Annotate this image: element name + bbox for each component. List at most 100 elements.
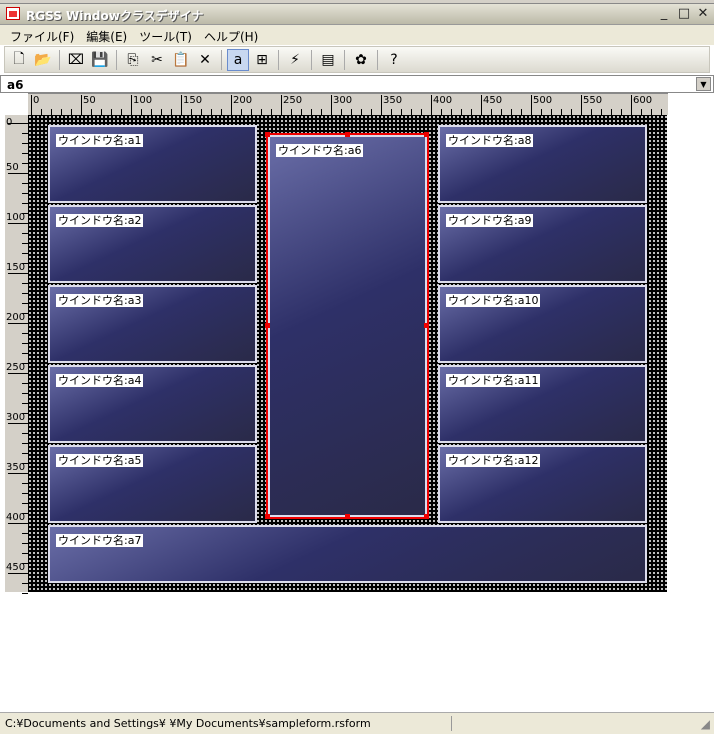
ruler-tick	[22, 463, 28, 464]
ruler-tick	[22, 583, 28, 584]
plugin-button[interactable]: ✿	[350, 49, 372, 71]
open-folder-button[interactable]: 📂	[32, 49, 54, 71]
ruler-tick	[22, 393, 28, 394]
window-a6[interactable]: ウインドウ名:a6	[266, 133, 429, 519]
resize-handle[interactable]	[265, 132, 270, 137]
ruler-tick	[161, 109, 162, 115]
toolbar-separator	[278, 49, 279, 70]
window-a1[interactable]: ウインドウ名:a1	[48, 125, 257, 203]
save-icon: 💾	[91, 51, 109, 68]
new-file-icon: 🗋	[13, 50, 25, 67]
resize-handle[interactable]	[265, 514, 270, 519]
resize-grip-icon[interactable]: ◢	[700, 717, 710, 731]
window-title: RGSS Windowクラスデザイナ	[26, 9, 204, 23]
menu-help[interactable]: ヘルプ(H)	[203, 30, 259, 44]
minimize-button[interactable]: _	[660, 6, 668, 21]
paste-button[interactable]: 📋	[170, 49, 192, 71]
menu-edit[interactable]: 編集(E)	[86, 30, 128, 44]
window-a3[interactable]: ウインドウ名:a3	[48, 285, 257, 363]
add-label-button[interactable]: a	[227, 48, 249, 71]
ruler-tick	[8, 223, 28, 224]
window-label: ウインドウ名:a3	[56, 294, 144, 307]
ruler-tick	[561, 109, 562, 115]
ruler-tick	[381, 95, 382, 115]
window-a9[interactable]: ウインドウ名:a9	[438, 205, 647, 283]
ruler-label: 400	[6, 512, 26, 523]
app-icon	[6, 7, 20, 20]
ruler-tick	[361, 109, 362, 115]
add-window-button[interactable]: ⊞	[251, 49, 273, 71]
ruler-label: 400	[433, 95, 453, 106]
resize-handle[interactable]	[344, 132, 350, 137]
save-button[interactable]: 💾	[89, 49, 111, 71]
ruler-label: 150	[183, 95, 203, 106]
ruler-tick	[81, 95, 82, 115]
ruler-tick	[22, 543, 28, 544]
lightning-button[interactable]: ⚡	[284, 49, 306, 71]
help-button[interactable]: ?	[383, 49, 405, 71]
add-label-icon: a	[233, 51, 243, 68]
ruler-tick	[111, 109, 112, 115]
ruler-tick	[131, 95, 132, 115]
copy-button[interactable]: ⎘	[122, 49, 144, 71]
ruler-tick	[22, 293, 28, 294]
menu-bar: ファイル(F) 編集(E) ツール(T) ヘルプ(H)	[0, 25, 714, 45]
close-button[interactable]: ✕	[697, 6, 709, 21]
resize-handle[interactable]	[424, 323, 429, 328]
ruler-label: 0	[6, 117, 13, 128]
window-label: ウインドウ名:a1	[56, 134, 144, 147]
window-a10[interactable]: ウインドウ名:a10	[438, 285, 647, 363]
ruler-tick	[22, 343, 28, 344]
window-a7[interactable]: ウインドウ名:a7	[48, 525, 647, 583]
window-label: ウインドウ名:a2	[56, 214, 144, 227]
status-divider	[451, 716, 452, 731]
help-icon: ?	[390, 51, 398, 68]
cut-button[interactable]: ✂	[146, 49, 168, 71]
window-a4[interactable]: ウインドウ名:a4	[48, 365, 257, 443]
window-a12[interactable]: ウインドウ名:a12	[438, 445, 647, 523]
fit-button[interactable]: ⌧	[65, 49, 87, 71]
ruler-tick	[41, 109, 42, 115]
ruler-label: 0	[33, 95, 40, 106]
ruler-tick	[421, 109, 422, 115]
resize-handle[interactable]	[424, 514, 429, 519]
properties-button[interactable]: ▤	[317, 49, 339, 71]
ruler-tick	[22, 203, 28, 204]
resize-handle[interactable]	[265, 323, 270, 328]
ruler-tick	[331, 95, 332, 115]
resize-handle[interactable]	[424, 132, 429, 137]
ruler-label: 150	[6, 262, 26, 273]
ruler-tick	[22, 283, 28, 284]
window-label: ウインドウ名:a6	[276, 144, 364, 157]
ruler-tick	[431, 95, 432, 115]
chevron-down-icon[interactable]: ▼	[696, 77, 711, 91]
delete-icon: ✕	[199, 51, 211, 68]
ruler-tick	[341, 109, 342, 115]
ruler-tick	[611, 109, 612, 115]
plugin-icon: ✿	[355, 51, 367, 68]
ruler-tick	[91, 109, 92, 115]
window-a11[interactable]: ウインドウ名:a11	[438, 365, 647, 443]
ruler-tick	[8, 373, 28, 374]
ruler-tick	[22, 143, 28, 144]
ruler-tick	[22, 263, 28, 264]
ruler-tick	[22, 193, 28, 194]
ruler-tick	[631, 95, 632, 115]
window-label: ウインドウ名:a7	[56, 534, 144, 547]
window-a2[interactable]: ウインドウ名:a2	[48, 205, 257, 283]
ruler-tick	[291, 109, 292, 115]
window-label: ウインドウ名:a12	[446, 454, 541, 467]
ruler-tick	[181, 95, 182, 115]
new-file-button[interactable]: 🗋	[8, 49, 30, 71]
ruler-tick	[121, 109, 122, 115]
menu-file[interactable]: ファイル(F)	[10, 30, 75, 44]
window-selector[interactable]: a6 ▼	[0, 75, 714, 93]
maximize-button[interactable]: □	[677, 6, 691, 21]
window-a8[interactable]: ウインドウ名:a8	[438, 125, 647, 203]
delete-button[interactable]: ✕	[194, 49, 216, 71]
ruler-tick	[51, 109, 52, 115]
resize-handle[interactable]	[344, 514, 350, 519]
menu-tools[interactable]: ツール(T)	[139, 30, 192, 44]
window-a5[interactable]: ウインドウ名:a5	[48, 445, 257, 523]
